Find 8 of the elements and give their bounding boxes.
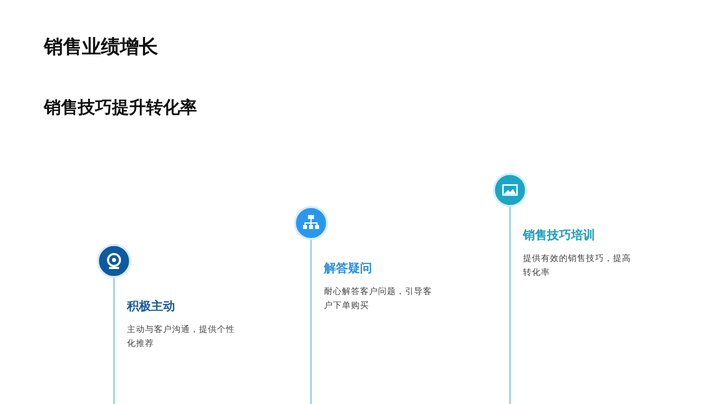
item-description: 主动与客户沟通，提供个性化推荐	[127, 324, 236, 351]
item-description: 提供有效的销售技巧，提高转化率	[523, 252, 632, 280]
item-description: 耐心解答客户问题，引导客户下单购买	[324, 286, 433, 313]
subtitle: 销售技巧提升转化率	[44, 97, 197, 119]
item-heading: 销售技巧培训	[523, 227, 596, 244]
item-heading: 解答疑问	[324, 260, 373, 277]
item-heading: 积极主动	[127, 298, 176, 315]
slide-title: 销售业绩增长	[44, 35, 158, 60]
